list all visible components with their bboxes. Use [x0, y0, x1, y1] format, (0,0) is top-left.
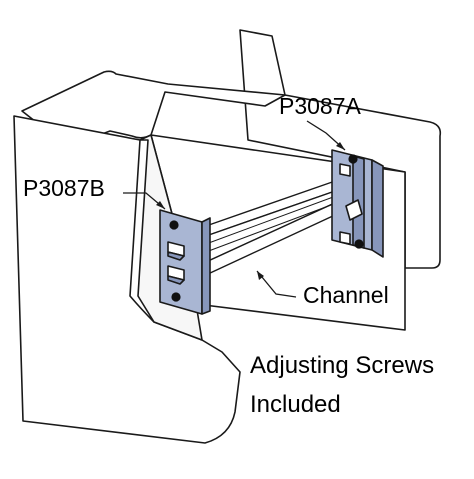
beam-top-surface — [21, 70, 286, 148]
label-p3087b: P3087B — [23, 175, 105, 201]
bracket-b-hole-top — [169, 220, 179, 230]
note-adjusting-screws: Adjusting Screws — [250, 352, 435, 379]
label-channel: Channel — [303, 282, 389, 308]
bracket-p3087b — [159, 209, 211, 315]
beam-front-flange — [13, 115, 241, 444]
bracket-p3087a — [331, 149, 384, 258]
leader-channel — [256, 270, 297, 298]
leader-arrowheads — [156, 142, 345, 280]
beam-back-flange — [239, 29, 442, 269]
label-p3087a: P3087A — [279, 93, 361, 119]
bracket-a-hole-top — [348, 154, 358, 164]
note-included: Included — [250, 391, 341, 418]
bracket-a-hole-bottom — [354, 239, 364, 249]
bracket-b-hole-bottom — [171, 292, 181, 302]
